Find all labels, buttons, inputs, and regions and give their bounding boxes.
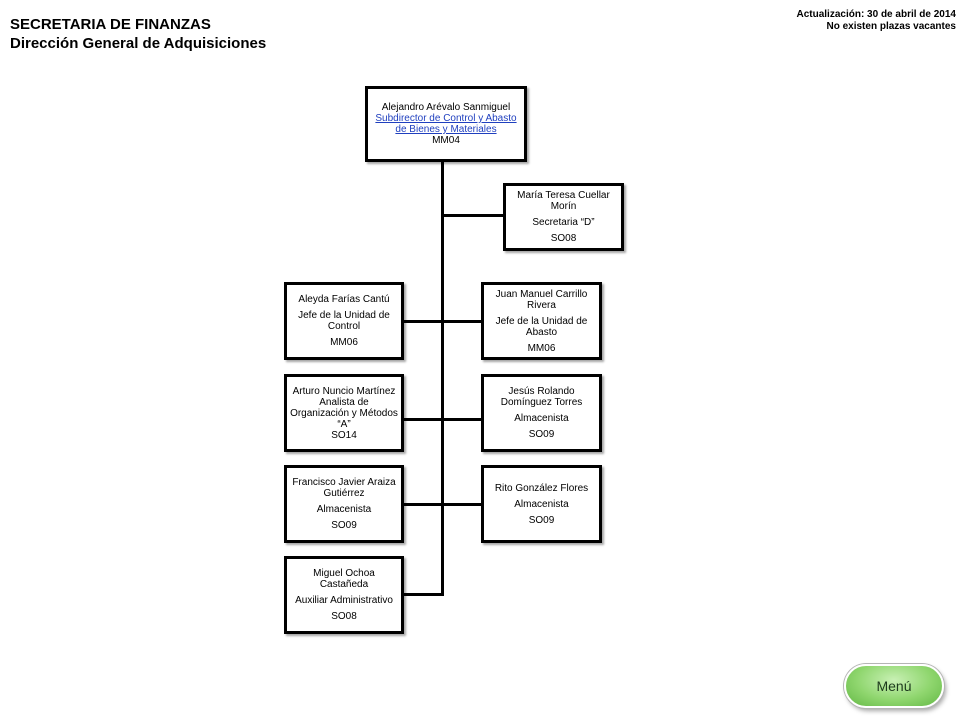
org-box-right-1: Juan Manuel Carrillo Rivera Jefe de la U… [481,282,602,360]
org-box-head: Alejandro Arévalo Sanmiguel Subdirector … [365,86,527,162]
connector-row4 [403,593,444,596]
left-3-code: SO09 [331,520,357,531]
right-2-name: Jesús Rolando Domínguez Torres [500,386,583,408]
org-box-left-1: Aleyda Farías Cantú Jefe de la Unidad de… [284,282,404,360]
head-role-link[interactable]: Subdirector de Control y Abasto de Biene… [375,113,517,135]
secretary-role: Secretaria “D” [532,217,595,228]
org-box-secretary: María Teresa Cuellar Morín Secretaria “D… [503,183,624,251]
head-code: MM04 [432,135,460,146]
left-2-name: Arturo Nuncio Martínez [292,385,396,397]
page-subtitle: Dirección General de Adquisiciones [10,35,267,52]
org-box-right-2: Jesús Rolando Domínguez Torres Almacenis… [481,374,602,452]
vacancy-note: No existen plazas vacantes [826,21,956,32]
org-box-left-4: Miguel Ochoa Castañeda Auxiliar Administ… [284,556,404,634]
update-info: Actualización: 30 de abril de 2014 No ex… [796,9,956,33]
left-1-name: Aleyda Farías Cantú [298,294,390,305]
right-2-role: Almacenista [514,413,569,424]
secretary-code: SO08 [550,233,577,244]
page-title: SECRETARIA DE FINANZAS [10,16,211,33]
right-3-code: SO09 [528,514,555,526]
right-1-code: MM06 [527,342,556,354]
left-1-code: MM06 [330,337,358,348]
right-1-name: Juan Manuel Carrillo Rivera [495,288,588,311]
left-4-name: Miguel Ochoa Castañeda [313,568,375,590]
head-name: Alejandro Arévalo Sanmiguel [381,102,511,113]
right-3-role: Almacenista [514,498,569,510]
connector-secretary [441,214,503,217]
right-1-role: Jefe de la Unidad de Abasto [495,315,588,338]
org-box-right-3: Rito González Flores Almacenista SO09 [481,465,602,543]
left-3-name: Francisco Javier Araiza Gutiérrez [292,477,396,499]
left-3-role: Almacenista [316,504,372,515]
org-box-left-3: Francisco Javier Araiza Gutiérrez Almace… [284,465,404,543]
secretary-name: María Teresa Cuellar Morín [517,190,610,212]
menu-button[interactable]: Menú [844,664,944,708]
left-2-code: SO14 [331,429,357,441]
connector-row3 [403,503,483,506]
org-box-left-2: Arturo Nuncio Martínez Analista de Organ… [284,374,404,452]
connector-row1 [403,320,483,323]
update-date: Actualización: 30 de abril de 2014 [796,9,956,20]
left-4-role: Auxiliar Administrativo [295,595,393,606]
left-1-role: Jefe de la Unidad de Control [298,310,390,332]
trunk-line [441,160,444,596]
connector-row2 [403,418,483,421]
left-4-code: SO08 [331,611,357,622]
right-2-code: SO09 [528,429,555,440]
right-3-name: Rito González Flores [494,482,589,494]
left-2-role: Analista de Organización y Métodos “A” [290,396,398,430]
